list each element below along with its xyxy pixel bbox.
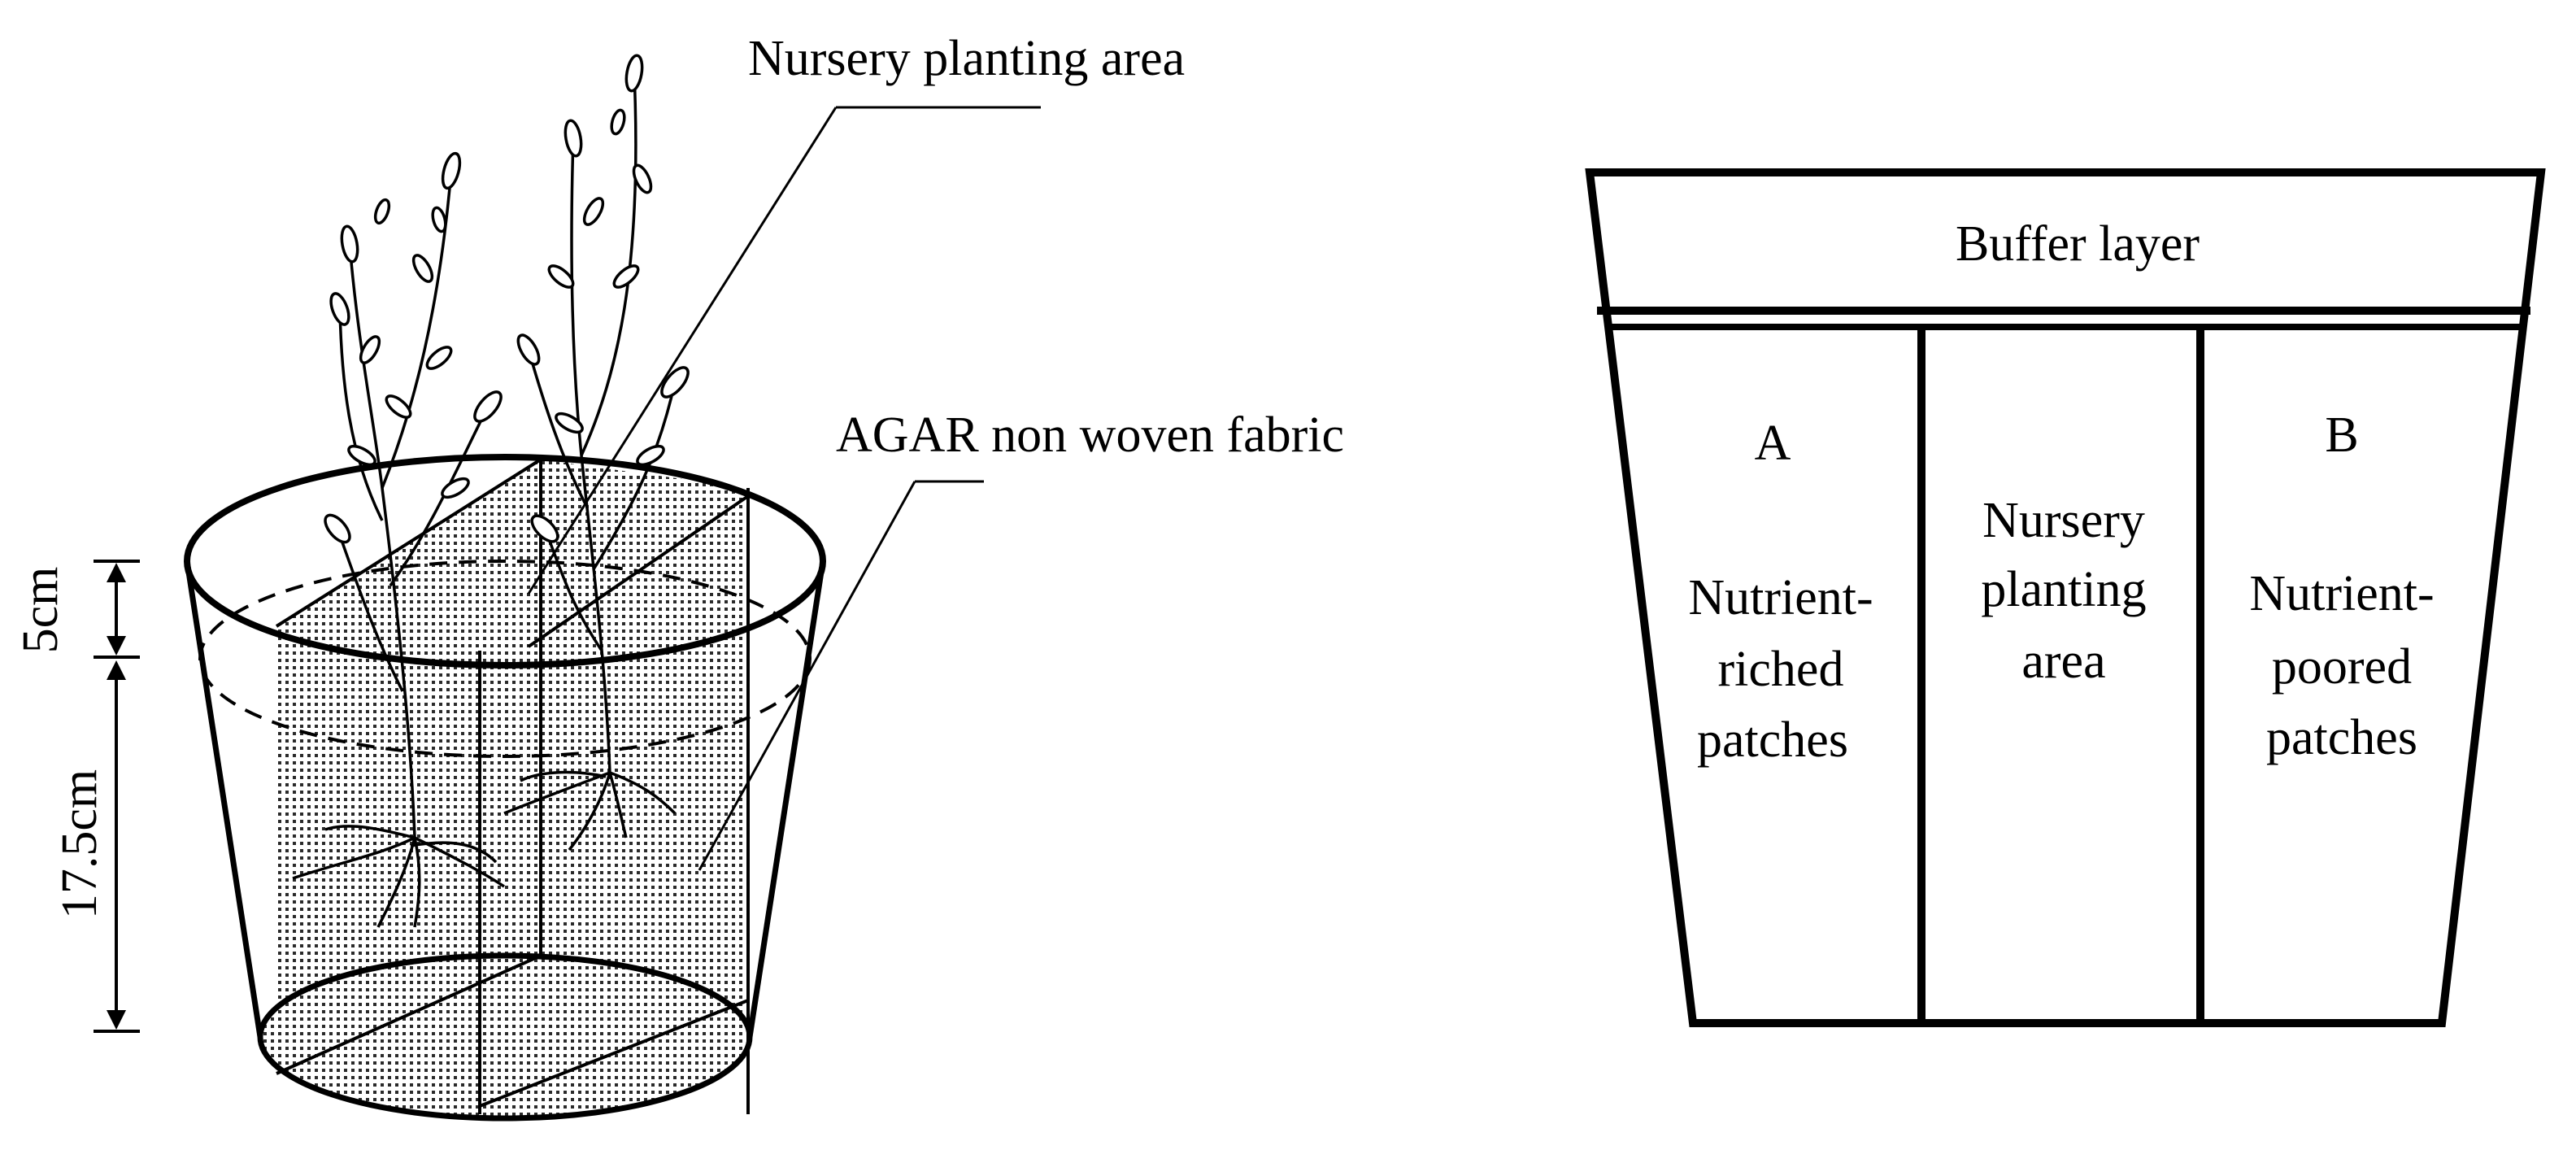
diag-bottom-1 [276, 954, 542, 1075]
zone-mid-line-2: planting [1981, 562, 2146, 617]
zone-a-line-1: Nutrient- [1688, 570, 1873, 625]
pot-left-side [184, 560, 263, 1038]
pot-bottom [257, 952, 753, 1122]
zone-mid-line-1: Nursery [1982, 493, 2145, 548]
zone-mid-line-3: area [2021, 634, 2105, 689]
dimension-markers [94, 560, 140, 1033]
pot-diagram: Nursery planting area AGAR non woven fab… [13, 31, 1344, 1122]
callout-nursery-leader [527, 107, 838, 595]
seedling-left-icon [292, 151, 505, 928]
zone-a-line-3: patches [1697, 712, 1848, 768]
diag-top-2 [527, 494, 750, 648]
dim-5cm-label: 5cm [13, 567, 68, 654]
callout-agar-leader [698, 481, 916, 871]
schematic-outer-frame [1585, 168, 2546, 1027]
zone-b-letter: B [2325, 407, 2358, 463]
zone-a-line-2: riched [1718, 642, 1844, 697]
buffer-layer-label: Buffer layer [1956, 216, 2200, 272]
dim-17-5cm-label: 17.5cm [52, 769, 107, 919]
callout-nursery-label: Nursery planting area [748, 31, 1185, 86]
zone-b-line-3: patches [2266, 710, 2417, 765]
diag-top-1 [275, 458, 542, 628]
diag-bottom-2 [479, 999, 749, 1108]
zone-a-letter: A [1755, 416, 1791, 471]
seedling-right-icon [503, 54, 690, 852]
zone-b-line-2: poored [2272, 639, 2412, 695]
pot-right-side [746, 560, 826, 1038]
layout-schematic: Buffer layer A Nutrient- riched patches … [1585, 168, 2546, 1027]
zone-b-line-1: Nutrient- [2249, 566, 2434, 621]
pot-top-rim [184, 454, 826, 669]
callout-agar-label: AGAR non woven fabric [836, 407, 1344, 463]
